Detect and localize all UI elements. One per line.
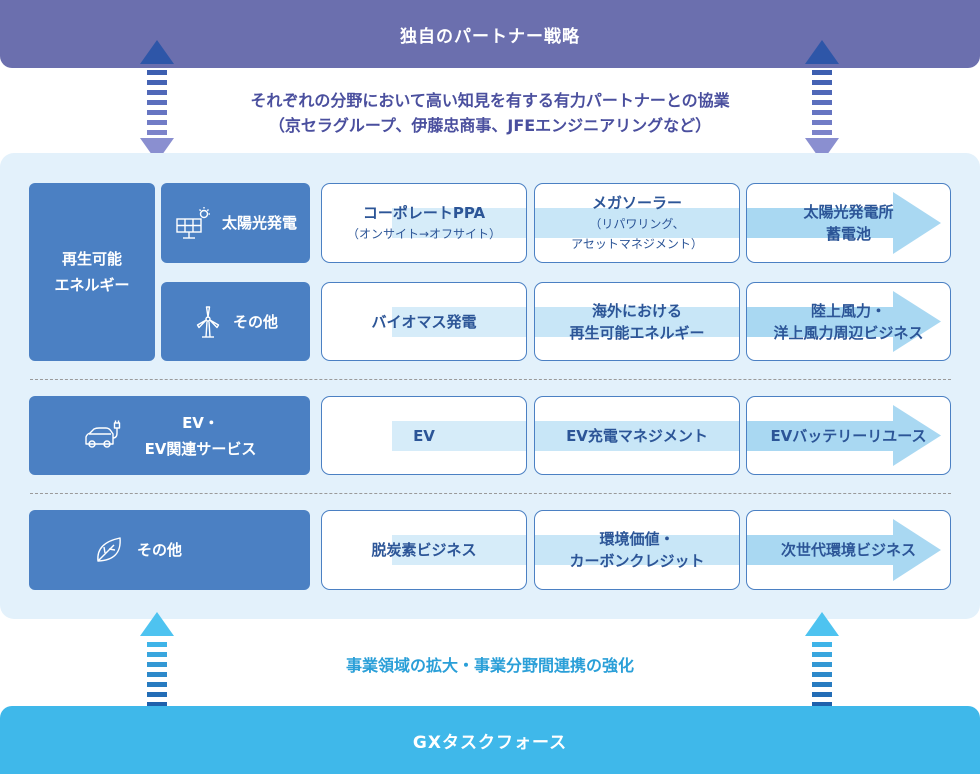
flow-arrow-bg [535,208,739,238]
partner-caption-line2: （京セラグループ、伊藤忠商事、JFEエンジニアリングなど） [268,116,712,135]
item-label: 脱炭素ビジネス [371,541,477,559]
category-solar: 太陽光発電 [161,183,310,263]
renewable-label-line2: エネルギー [54,276,130,294]
flow-arrow-head [747,519,941,581]
item-label: 太陽光発電所 [803,203,894,221]
item-label: カーボンクレジット [569,552,705,570]
ev-label-line2: EV関連サービス [144,439,257,458]
flow-arrow-bg [535,421,739,451]
flow-arrow-bg [392,421,526,451]
partner-strategy-title: 独自のパートナー戦略 [400,26,580,47]
item-decarbonization: 脱炭素ビジネス [321,510,527,590]
other-label: その他 [137,541,183,559]
item-ev: EV [321,396,527,475]
item-wind-power: 陸上風力・ 洋上風力周辺ビジネス [746,282,951,361]
item-corporate-ppa: コーポレートPPA （オンサイト→オフサイト） [321,183,527,263]
category-other: その他 [29,510,310,590]
item-sublabel: アセットマネジメント） [571,237,703,251]
row-divider-1 [30,379,951,380]
item-carbon-credit: 環境価値・ カーボンクレジット [534,510,740,590]
double-arrow-top-right [805,40,839,162]
gx-taskforce-title: GXタスクフォース [412,732,568,753]
flow-arrow-head [747,405,941,466]
synergy-caption: 事業領域の拡大・事業分野間連携の強化 [0,652,980,676]
flow-arrow-head [747,291,941,352]
item-label: 再生可能エネルギー [569,323,705,342]
item-label: 洋上風力周辺ビジネス [773,323,924,342]
item-label: 環境価値・ [599,530,675,548]
item-sublabel: （リパワリング、 [589,217,685,231]
partner-caption: それぞれの分野において高い知見を有する有力パートナーとの協業 （京セラグループ、… [0,88,980,138]
item-label: メガソーラー [591,194,682,212]
item-ev-charging: EV充電マネジメント [534,396,740,475]
solar-panel-icon [176,207,210,239]
row-divider-2 [30,493,951,494]
wind-turbine-icon [196,305,220,338]
item-ev-battery-reuse: EVバッテリーリユース [746,396,951,475]
item-mega-solar: メガソーラー （リパワリング、 アセットマネジメント） [534,183,740,263]
item-solar-plant-storage: 太陽光発電所 蓄電池 [746,183,951,263]
item-label: EV充電マネジメント [566,426,708,445]
double-arrow-bottom-right [805,612,839,736]
item-label: コーポレートPPA [362,204,486,222]
flow-arrow-bg [392,208,526,238]
ev-car-icon [84,420,120,448]
double-arrow-top-left [140,40,174,162]
flow-arrow-bg [535,535,739,565]
item-overseas-renewables: 海外における 再生可能エネルギー [534,282,740,361]
category-renewable-energy: 再生可能 エネルギー [29,183,155,361]
item-label: 海外における [591,301,682,320]
leaf-icon [97,537,121,562]
item-label: EV [413,426,435,445]
item-label: EVバッテリーリユース [770,426,927,445]
item-label: 蓄電池 [825,225,871,243]
partner-caption-line1: それぞれの分野において高い知見を有する有力パートナーとの協業 [250,91,730,110]
ev-label-line1: EV・ [182,413,219,432]
item-label: 次世代環境ビジネス [780,541,916,559]
item-label: バイオマス発電 [371,312,477,331]
item-next-gen-environment: 次世代環境ビジネス [746,510,951,590]
flow-arrow-bg [392,307,526,337]
gx-taskforce-footer: GXタスクフォース [0,706,980,774]
category-ev: EV・ EV関連サービス [29,396,310,475]
item-biomass: バイオマス発電 [321,282,527,361]
other-renewables-label: その他 [232,312,278,331]
item-sublabel: （オンサイト→オフサイト） [346,227,502,241]
flow-arrow-bg [392,535,526,565]
renewable-label-line1: 再生可能 [61,250,122,268]
synergy-caption-text: 事業領域の拡大・事業分野間連携の強化 [345,656,634,675]
item-label: 陸上風力・ [810,301,886,320]
flow-arrow-bg [535,307,739,337]
solar-label: 太陽光発電 [221,214,297,232]
flow-arrow-head [747,192,941,254]
category-other-renewables: その他 [161,282,310,361]
